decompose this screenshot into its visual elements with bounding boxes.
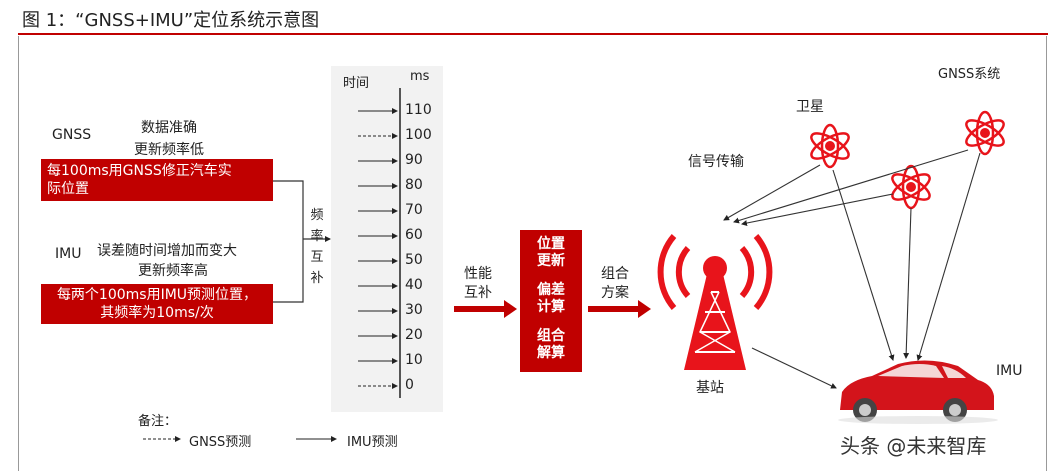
tick-value-60: 60 xyxy=(405,227,423,243)
process-step-3a: 组合 xyxy=(537,328,565,344)
legend-gnss-predict: GNSS预测 xyxy=(189,435,252,450)
gnss-label: GNSS xyxy=(52,127,92,143)
tick-value-100: 100 xyxy=(405,127,432,143)
gnss-box-line-1: 每100ms用GNSS修正汽车实 xyxy=(47,163,232,179)
signal-lines xyxy=(723,149,981,389)
car-imu-label: IMU xyxy=(996,363,1023,379)
gnss-desc-frequency: 更新频率低 xyxy=(134,142,204,158)
tower-icon xyxy=(657,234,773,370)
imu-desc-frequency: 更新频率高 xyxy=(138,263,208,279)
tick-value-90: 90 xyxy=(405,152,423,168)
imu-desc-error: 误差随时间增加而变大 xyxy=(97,243,237,259)
imu-box-line-1: 每两个100ms用IMU预测位置， xyxy=(56,287,258,303)
timeline-unit-label: ms xyxy=(410,69,430,84)
perf-complement-line-2: 互补 xyxy=(464,285,492,301)
process-step-2a: 偏差 xyxy=(537,282,565,298)
frame-left-border xyxy=(18,36,19,471)
tick-value-0: 0 xyxy=(405,377,414,393)
title-rule xyxy=(18,33,1048,35)
tick-value-80: 80 xyxy=(405,177,423,193)
timeline-panel xyxy=(331,66,443,412)
satellite-icon-2 xyxy=(965,110,1005,156)
watermark: 头条 @未来智库 xyxy=(840,434,987,458)
timeline-tick-arrows xyxy=(358,108,398,389)
bracket-gnss xyxy=(273,180,304,239)
process-box: 位置 更新 偏差 计算 组合 解算 xyxy=(520,230,582,372)
process-step-1b: 更新 xyxy=(537,253,565,269)
process-step-1a: 位置 xyxy=(537,236,565,252)
freq-char-1: 频 xyxy=(310,208,324,223)
imu-info-box: 每两个100ms用IMU预测位置， 其频率为10ms/次 xyxy=(41,284,273,324)
tick-value-10: 10 xyxy=(405,352,423,368)
car-icon xyxy=(838,360,998,424)
bracket-imu xyxy=(273,239,304,303)
timeline-time-label: 时间 xyxy=(343,76,370,91)
gnss-box-line-2: 际位置 xyxy=(47,181,89,197)
freq-char-3: 互 xyxy=(310,250,324,265)
legend-imu-predict: IMU预测 xyxy=(347,435,398,450)
arrow-perf-complement xyxy=(454,300,517,318)
satellite-icon-1 xyxy=(810,123,850,169)
tick-value-20: 20 xyxy=(405,327,423,343)
satellite-label: 卫星 xyxy=(796,99,824,115)
legend-note: 备注： xyxy=(138,414,178,429)
freq-char-2: 率 xyxy=(310,229,324,244)
gnss-desc-accuracy: 数据准确 xyxy=(141,120,197,136)
gnss-system-label: GNSS系统 xyxy=(938,67,1001,82)
frame-right-border xyxy=(1046,36,1047,471)
imu-label: IMU xyxy=(55,246,82,262)
gnss-info-box: 每100ms用GNSS修正汽车实 际位置 xyxy=(41,159,273,201)
freq-complement-label: 频 率 互 补 xyxy=(305,205,329,289)
signal-transmission-label: 信号传输 xyxy=(688,154,744,170)
combo-scheme-line-2: 方案 xyxy=(601,285,629,301)
freq-char-4: 补 xyxy=(310,271,324,286)
tick-value-30: 30 xyxy=(405,302,423,318)
arrow-combo-scheme xyxy=(588,300,651,318)
combo-scheme-line-1: 组合 xyxy=(601,266,629,282)
base-station-label: 基站 xyxy=(696,380,724,396)
process-step-3b: 解算 xyxy=(537,345,565,361)
tick-value-50: 50 xyxy=(405,252,423,268)
imu-box-line-2: 其频率为10ms/次 xyxy=(100,305,214,321)
tick-value-40: 40 xyxy=(405,277,423,293)
figure-title: 图 1：“GNSS+IMU”定位系统示意图 xyxy=(22,10,320,31)
perf-complement-line-1: 性能 xyxy=(464,266,492,282)
process-step-2b: 计算 xyxy=(537,299,565,315)
tick-value-110: 110 xyxy=(405,102,432,118)
tick-value-70: 70 xyxy=(405,202,423,218)
